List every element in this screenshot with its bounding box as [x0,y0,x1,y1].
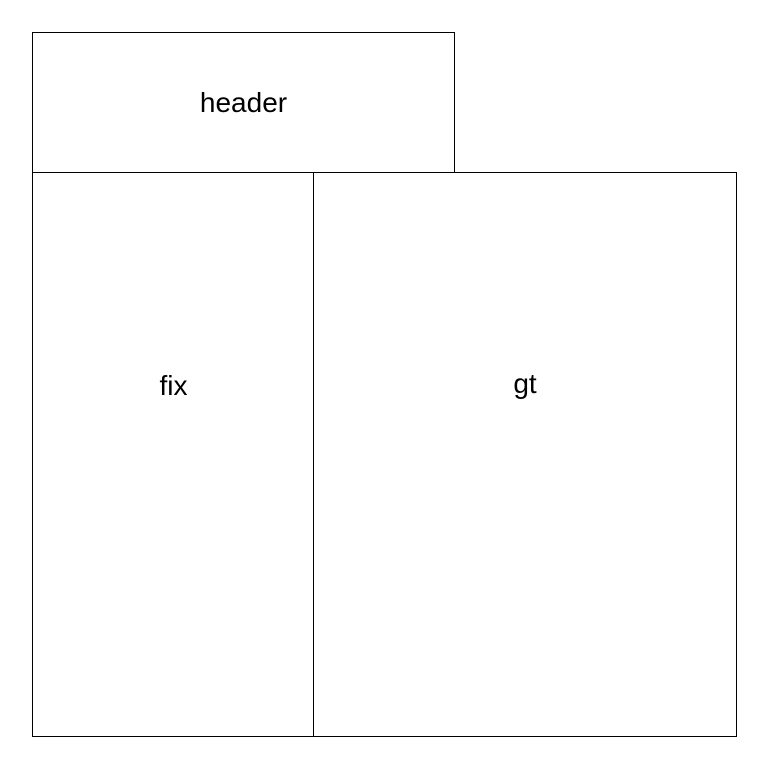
header-box: header [32,32,455,173]
header-label: header [199,86,288,118]
fix-label: fix [159,370,188,401]
gt-label: gt [513,368,537,399]
gt-box: gt [313,172,737,737]
fix-box: fix [32,172,315,737]
